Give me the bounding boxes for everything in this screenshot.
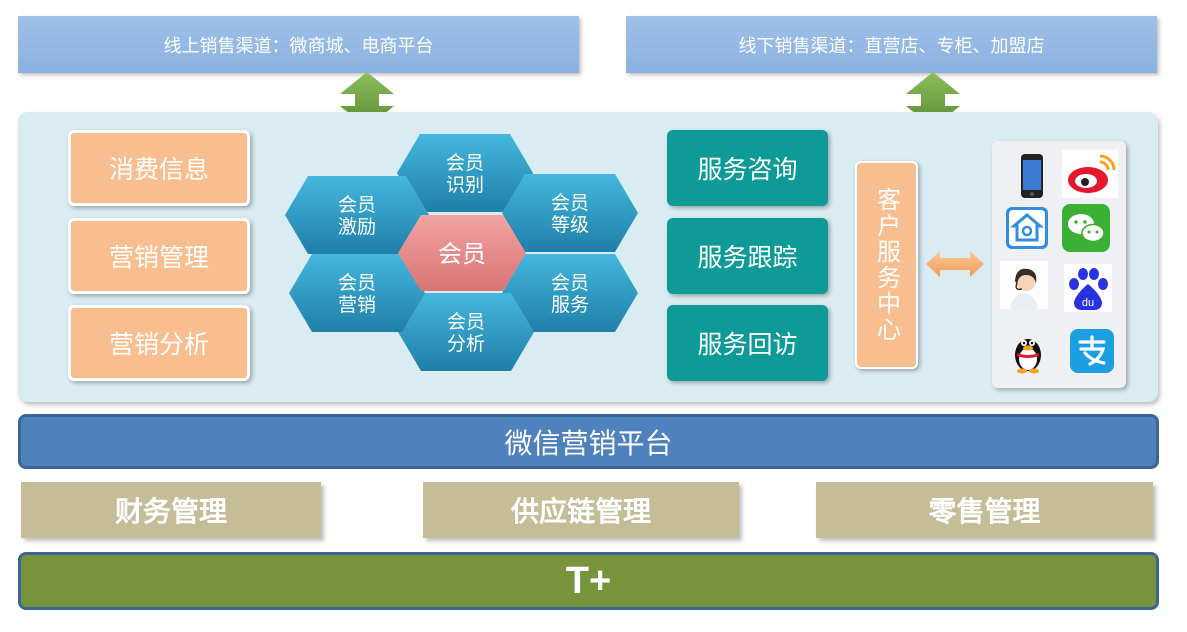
weibo-icon: [1062, 150, 1118, 198]
double-arrow-horizontal-icon: [926, 251, 984, 277]
hex-member-incentive: 会员 激励: [285, 176, 429, 254]
home-icon: [1006, 207, 1048, 249]
finance-management-box: 财务管理: [21, 482, 321, 538]
svg-text:分析: 分析: [447, 333, 485, 355]
wechat-marketing-platform-bar: 微信营销平台: [18, 414, 1159, 469]
hex-member-identification: 会员 识别: [397, 134, 533, 212]
baidu-icon: du: [1064, 264, 1112, 312]
retail-management-box: 零售管理: [816, 482, 1153, 538]
svg-text:会员: 会员: [447, 311, 485, 333]
svg-text:会员: 会员: [438, 240, 486, 268]
tplus-foundation-bar: T+: [18, 552, 1159, 610]
alipay-icon: [1070, 329, 1114, 373]
member-hexagon-cluster: 会员 识别 会员 等级 会员 服务 会员 分析 会员 营销: [280, 125, 645, 380]
offline-sales-channel: 线下销售渠道：直营店、专柜、加盟店: [626, 16, 1157, 73]
hex-member-level: 会员 等级: [502, 174, 638, 252]
supply-chain-management-box: 供应链管理: [423, 482, 739, 538]
customer-service-agent-icon: [1000, 261, 1048, 309]
hex-member-service: 会员 服务: [502, 254, 638, 332]
svg-text:du: du: [1082, 297, 1094, 309]
service-consult-box: 服务咨询: [667, 130, 828, 206]
consumption-info-box: 消费信息: [68, 130, 250, 206]
service-tracking-box: 服务跟踪: [667, 218, 828, 294]
hex-member-marketing: 会员 营销: [289, 254, 425, 332]
svg-text:会员: 会员: [551, 272, 589, 294]
channel-icons-panel: du: [992, 141, 1126, 388]
svg-text:服务: 服务: [551, 294, 589, 316]
service-followup-box: 服务回访: [667, 305, 828, 381]
svg-text:识别: 识别: [446, 174, 484, 196]
hex-member-analysis: 会员 分析: [398, 293, 534, 371]
marketing-management-box: 营销管理: [68, 218, 250, 294]
smartphone-icon: [1008, 152, 1056, 200]
svg-text:会员: 会员: [338, 194, 376, 216]
svg-text:会员: 会员: [338, 272, 376, 294]
svg-text:激励: 激励: [338, 216, 376, 238]
online-sales-channel: 线上销售渠道：微商城、电商平台: [18, 16, 579, 73]
wechat-icon: [1062, 204, 1110, 252]
svg-text:会员: 会员: [446, 152, 484, 174]
marketing-analysis-box: 营销分析: [68, 305, 250, 381]
svg-text:营销: 营销: [338, 294, 376, 316]
customer-service-center: 客户服务中心: [855, 161, 918, 369]
hex-member-center: 会员: [398, 215, 526, 291]
svg-text:等级: 等级: [551, 214, 589, 236]
qq-penguin-icon: [1004, 327, 1052, 375]
svg-text:会员: 会员: [551, 192, 589, 214]
